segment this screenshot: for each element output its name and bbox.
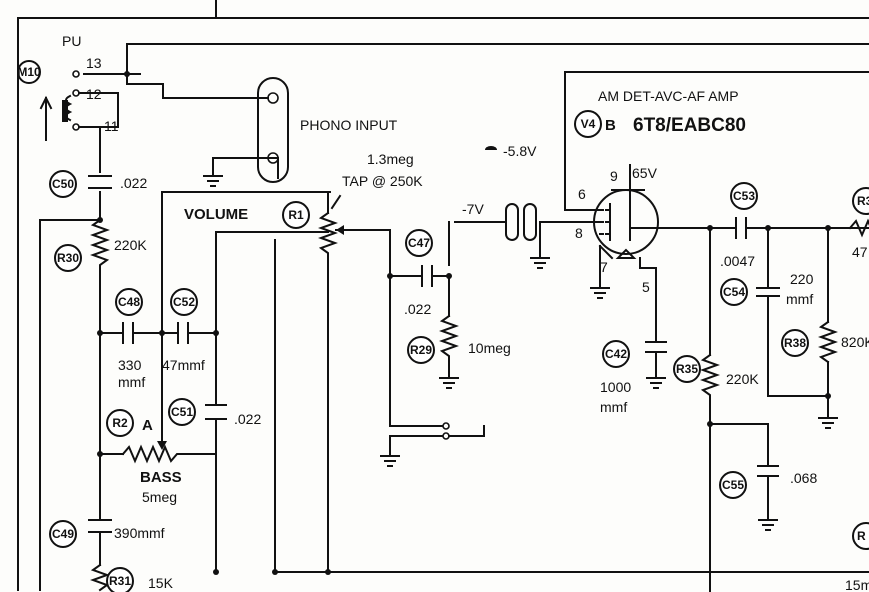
pin-12: 12 [86,86,102,102]
r29-value: 10meg [468,340,511,356]
c54-unit: mmf [786,291,813,307]
c53-value: .0047 [720,253,755,269]
r30-ref: R30 [57,251,79,265]
tube-pin-6: 6 [578,186,586,202]
r35-ref: R35 [676,362,698,376]
pin-11: 11 [104,118,119,134]
volume-tap: TAP @ 250K [342,173,423,189]
ground-symbols [203,175,838,531]
c51-ref: C51 [171,405,193,419]
r3x-value: 47 [852,244,868,260]
r31-ref: R31 [109,574,131,588]
tube-function: AM DET-AVC-AF AMP [598,88,739,104]
junctions [97,71,831,575]
switch-contacts [389,422,485,440]
rx-value: 15m [845,577,869,592]
potentiometer-wipers [157,194,351,450]
tube-envelope [589,189,659,269]
c51-value: .022 [234,411,261,427]
r29-ref: R29 [410,343,432,357]
tube-pin-8: 8 [575,225,583,241]
r35-value: 220K [726,371,759,387]
c42-ref: C42 [605,347,627,361]
phono-jack [212,77,289,183]
c48-unit: mmf [118,374,145,390]
volume-value: 1.3meg [367,151,414,167]
c50-value: .022 [120,175,147,191]
tube-pin-9: 9 [610,168,618,184]
rf-choke [505,203,537,241]
bias-marker [485,146,497,150]
c42-value: 1000 [600,379,631,395]
r2-ref: R2 [112,416,128,430]
bass-value: 5meg [142,489,177,505]
c52-value: 47mmf [162,357,205,373]
c54-value: 220 [790,271,814,287]
r3x-ref: R3 [857,194,869,208]
r30-value: 220K [114,237,147,253]
rx-ref: R [857,529,866,543]
r38-value: 820K [841,334,869,350]
pin-13: 13 [86,55,102,71]
grid-voltage: -7V [462,201,484,217]
plate-voltage: 65V [632,165,658,181]
volume-label: VOLUME [184,206,248,223]
pickup-coil [17,60,101,141]
bass-label: BASS [140,469,182,486]
c52-ref: C52 [173,295,195,309]
c54-ref: C54 [723,285,745,299]
c47-value: .022 [404,301,431,317]
c48-ref: C48 [118,295,140,309]
wiring [17,0,869,592]
resistor-zigzags [90,211,869,592]
labels: M10 PU 13 12 11 PHONO INPUT C50 .022 R30… [17,33,869,592]
r2-tap: A [142,417,153,434]
c49-ref: C49 [52,527,74,541]
c50-ref: C50 [52,177,74,191]
tube-pin-5: 5 [642,279,650,295]
tube-ref: V4 [581,117,596,131]
c42-unit: mmf [600,399,627,415]
tube-pin-7: 7 [600,259,608,275]
c55-ref: C55 [722,478,744,492]
bias-voltage: -5.8V [503,143,537,159]
volume-ref: R1 [288,208,304,222]
reference-circles [49,110,869,592]
r31-value: 15K [148,575,174,591]
c48-value: 330 [118,357,142,373]
tube-section: B [605,117,616,134]
c47-ref: C47 [408,236,430,250]
c53-ref: C53 [733,189,755,203]
c55-value: .068 [790,470,817,486]
phono-input-label: PHONO INPUT [300,117,398,133]
motor-ref: M10 [17,65,41,79]
capacitor-plates [88,175,780,533]
r38-ref: R38 [784,336,806,350]
pickup-label: PU [62,33,81,49]
c49-value: 390mmf [114,525,165,541]
tube-type: 6T8/EABC80 [633,115,746,136]
